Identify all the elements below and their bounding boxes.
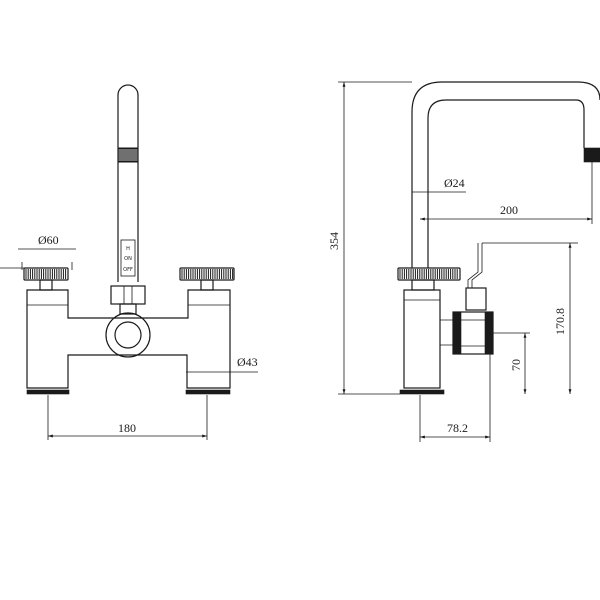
dim-base-diameter-label: Ø43 [237,355,258,369]
dim-base-diameter: Ø43 [186,355,258,373]
dim-depth-label: 78.2 [447,421,468,435]
dim-depth: 78.2 [419,354,491,442]
dim-knob-diameter-label: Ø60 [38,233,59,247]
side-lever-block [465,287,487,311]
dim-outlet-height: 170.8 [553,242,578,394]
dim-spout-diameter-label: Ø24 [444,176,465,190]
dim-spout-diameter: Ø24 [412,176,466,193]
front-right-foot [185,389,231,395]
dim-reach: 200 [420,162,593,224]
front-left-foot [26,389,70,395]
side-spout-inner [427,99,585,268]
front-collar-neck [119,303,137,315]
dim-height-label: 354 [327,232,341,250]
side-view: 354 Ø24 200 170.8 70 [327,81,600,442]
dim-valve-height: 70 [493,332,530,394]
front-spout-tube [117,84,139,282]
front-right-handle [179,267,235,291]
front-spout-knurl [117,147,139,163]
side-body [403,289,441,389]
side-handle [397,267,461,291]
side-diverter [452,311,494,355]
dim-valve-height-label: 70 [509,359,523,371]
dim-reach-label: 200 [500,203,518,217]
label-mark-off: OFF [123,267,133,273]
side-spout-outlet-knurl [583,147,600,163]
side-spout-outer [411,81,600,268]
front-label-marks: H ON OFF [120,239,136,277]
front-body [26,289,231,389]
dim-height: 354 [327,81,412,395]
label-mark-on: ON [124,256,132,262]
front-view: H ON OFF [0,84,258,440]
dim-knob-diameter: Ø60 [0,233,76,270]
side-lever [467,242,570,288]
front-diverter-inner [114,321,142,349]
front-diverter-outer [105,312,151,358]
front-left-handle [23,267,69,291]
dim-centres: 180 [47,395,208,440]
side-foot [399,389,445,395]
front-collar [110,285,146,305]
dim-outlet-height-label: 170.8 [553,308,567,335]
label-mark-h: H [126,246,130,252]
dim-centres-label: 180 [118,421,136,435]
